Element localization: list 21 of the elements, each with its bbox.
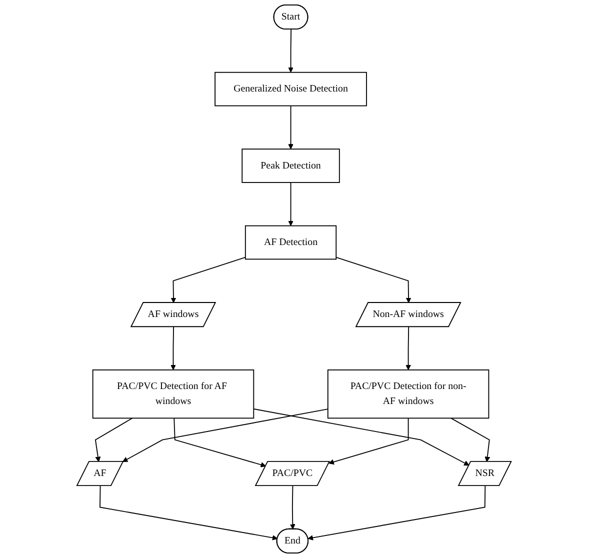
arrow [95, 418, 134, 462]
arrow [451, 418, 490, 462]
arrow [100, 485, 278, 540]
arrow [288, 182, 294, 226]
arrow [171, 256, 246, 304]
node-box: PAC/PVC Detection for non-AF windows [328, 369, 490, 419]
node-box: AF Detection [245, 225, 338, 260]
arrow [122, 408, 329, 462]
arrow [170, 326, 176, 370]
arrow [308, 485, 486, 540]
arrow [174, 418, 266, 468]
node-box: Peak Detection [242, 148, 340, 183]
arrow [329, 418, 410, 465]
arrow [336, 256, 412, 304]
node-box: PAC/PVC Detection for AF windows [92, 369, 255, 419]
arrow [406, 326, 412, 370]
arrow [288, 28, 294, 73]
arrow [290, 485, 296, 530]
arrow [288, 105, 294, 150]
node-box: Generalized Noise Detection [215, 72, 368, 106]
arrow [254, 408, 470, 466]
